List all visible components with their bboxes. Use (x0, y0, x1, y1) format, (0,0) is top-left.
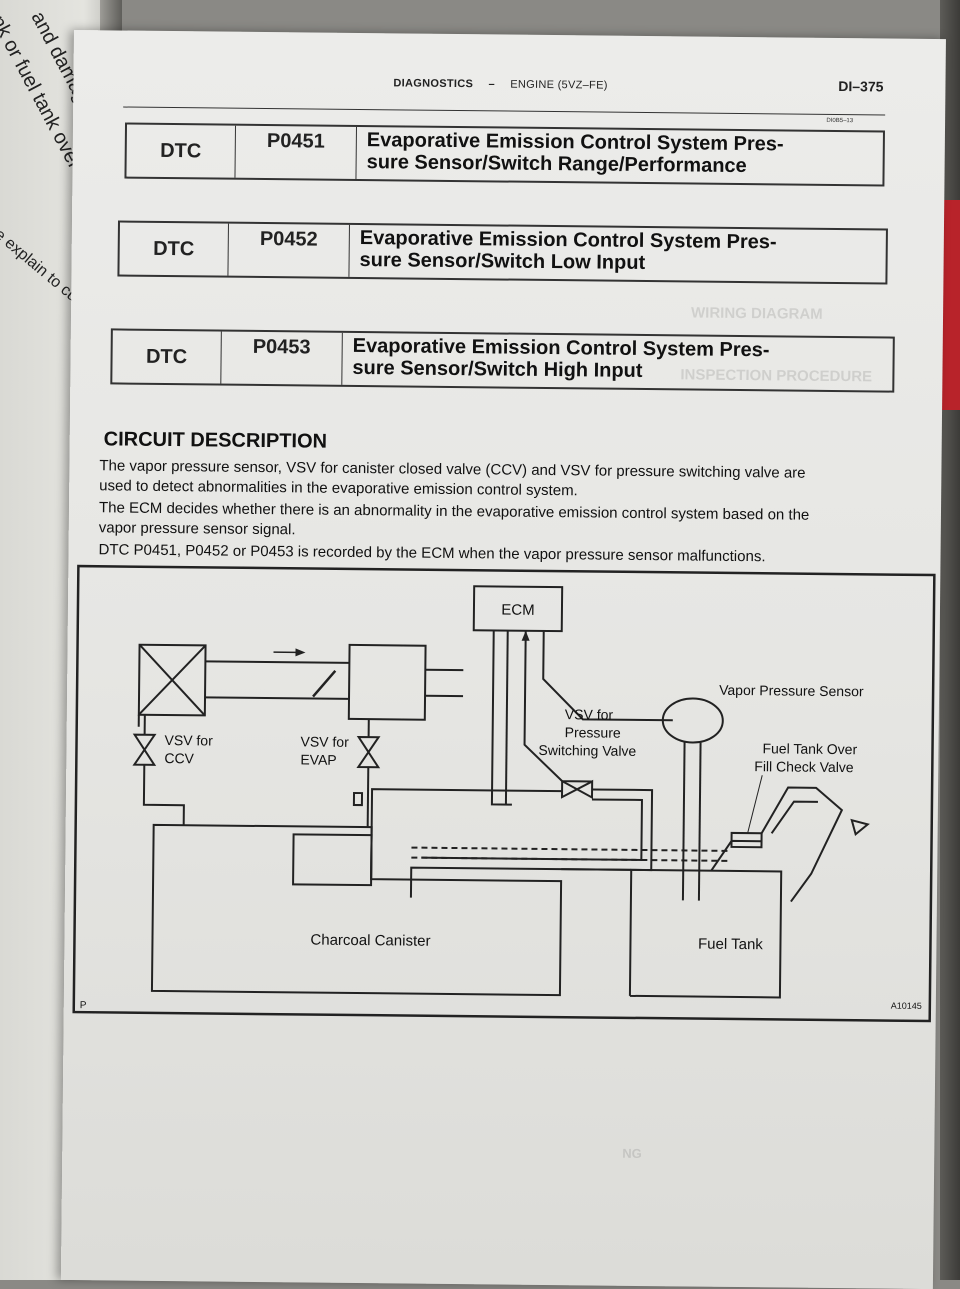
fuel-tank (630, 870, 781, 998)
bleed-through-text: NG (622, 1146, 642, 1161)
diagram-frame (74, 566, 935, 1021)
dtc-title-line: sure Sensor/Switch Low Input (359, 249, 875, 276)
vsv-evap-valve (358, 737, 378, 767)
dtc-title: Evaporative Emission Control System Pres… (349, 225, 886, 283)
dtc-title-line: sure Sensor/Switch High Input (352, 357, 882, 385)
header-rule (123, 107, 885, 116)
vsv-psv-label: Switching Valve (538, 742, 636, 759)
vsv-psv-label: VSV for (565, 706, 614, 723)
dtc-code: P0452 (228, 224, 350, 277)
vsv-ccv-valve (134, 735, 154, 765)
dtc-title: Evaporative Emission Control System Pres… (342, 333, 893, 391)
charcoal-canister (152, 825, 562, 995)
dtc-title-line: sure Sensor/Switch Range/Performance (367, 151, 873, 178)
dtc-title: Evaporative Emission Control System Pres… (356, 127, 883, 185)
evap-system-diagram: ECM Vapor Pressure Sensor VSV for Pressu… (70, 564, 939, 1025)
manual-page: WIRING DIAGRAM INSPECTION PROCEDURE NG D… (61, 30, 946, 1289)
vsv-psv-valve (562, 781, 592, 797)
page-number: DI–375 (838, 78, 883, 94)
dtc-label: DTC (119, 222, 229, 275)
dtc-label: DTC (112, 330, 222, 383)
dtc-box: DTC P0452 Evaporative Emission Control S… (117, 220, 888, 284)
paragraph: The vapor pressure sensor, VSV for canis… (99, 456, 907, 504)
dtc-label: DTC (126, 125, 236, 178)
vsv-ccv-label: CCV (164, 750, 194, 766)
dtc-code: P0451 (235, 126, 357, 179)
paragraph: The ECM decides whether there is an abno… (99, 498, 907, 546)
reference-code: DI0B5–13 (826, 118, 853, 124)
throttle-body (349, 645, 426, 720)
dtc-box: DTC P0451 Evaporative Emission Control S… (124, 123, 885, 187)
running-header: DIAGNOSTICS – ENGINE (5VZ–FE) (393, 77, 607, 91)
section-title: CIRCUIT DESCRIPTION (104, 428, 328, 453)
canister-label: Charcoal Canister (310, 932, 430, 950)
bleed-through-text: WIRING DIAGRAM (691, 304, 823, 322)
figure-id: A10145 (891, 1001, 922, 1011)
vsv-psv-label: Pressure (565, 724, 621, 741)
vapor-sensor-label: Vapor Pressure Sensor (719, 682, 864, 700)
vsv-ccv-label: VSV for (164, 732, 213, 749)
corner-marker: P (80, 1000, 87, 1011)
fuel-cap (852, 820, 868, 834)
dtc-box: DTC P0453 Evaporative Emission Control S… (110, 328, 895, 392)
ecm-label: ECM (501, 602, 535, 619)
header-engine: ENGINE (5VZ–FE) (510, 79, 608, 92)
vsv-evap-label: EVAP (300, 751, 336, 767)
header-separator: – (488, 78, 495, 90)
vsv-evap-label: VSV for (300, 733, 349, 750)
dtc-code: P0453 (221, 332, 343, 385)
fill-valve-label: Fill Check Valve (754, 758, 854, 775)
fuel-tank-label: Fuel Tank (698, 936, 763, 954)
header-section: DIAGNOSTICS (393, 77, 473, 90)
fill-valve-label: Fuel Tank Over (762, 740, 857, 757)
